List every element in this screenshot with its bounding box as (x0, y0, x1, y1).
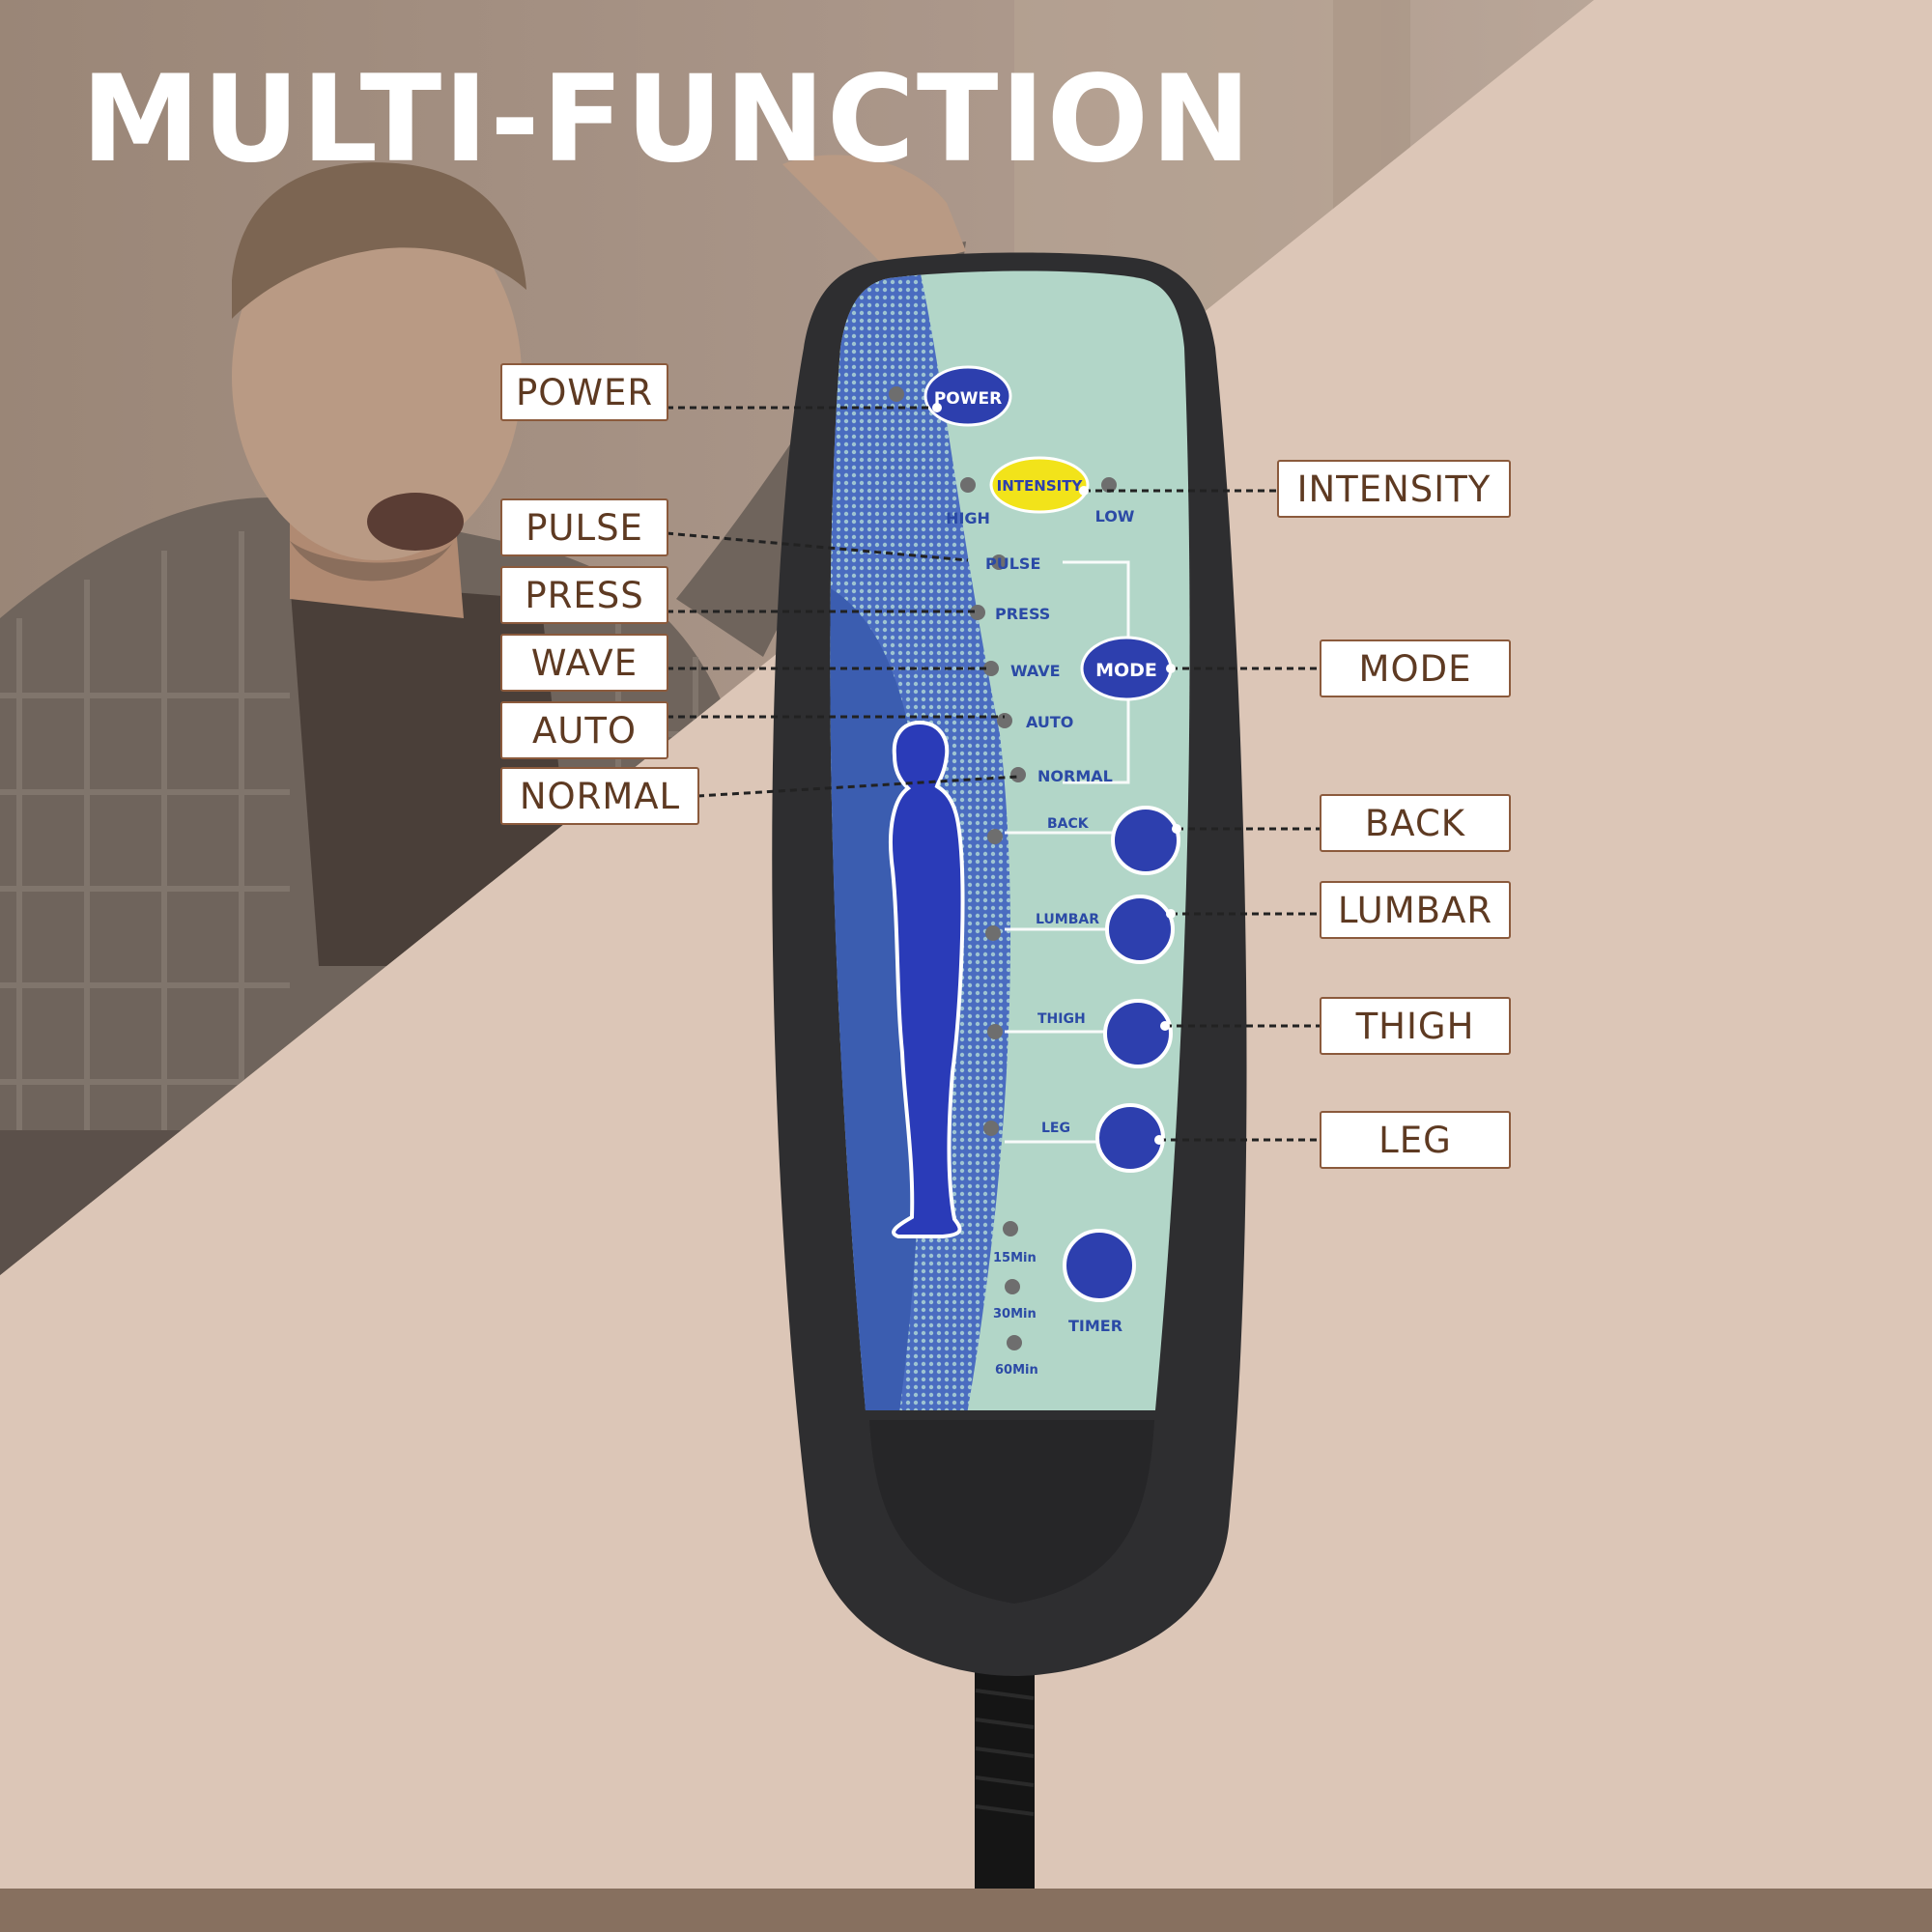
intensity-button[interactable]: INTENSITY (989, 456, 1090, 514)
callout-mode: MODE (1320, 639, 1511, 697)
leg-button[interactable] (1095, 1103, 1165, 1173)
back-panel-label: BACK (1047, 816, 1090, 832)
callout-pulse: PULSE (500, 498, 668, 556)
wave-panel-label: WAVE (1010, 662, 1061, 680)
leg-panel-label: LEG (1041, 1121, 1070, 1136)
callout-power: POWER (500, 363, 668, 421)
normal-panel-label: NORMAL (1037, 767, 1113, 785)
power-button[interactable]: POWER (923, 365, 1012, 427)
callout-intensity: INTENSITY (1277, 460, 1511, 518)
timer-30-label: 30Min (993, 1307, 1037, 1321)
indicator-leds (889, 386, 1117, 1350)
back-button[interactable] (1111, 806, 1180, 875)
callout-thigh: THIGH (1320, 997, 1511, 1055)
pulse-panel-label: PULSE (985, 554, 1040, 573)
body-silhouette-icon (889, 720, 965, 1238)
callout-auto: AUTO (500, 701, 668, 759)
bottom-band (0, 1889, 1932, 1932)
callout-normal: NORMAL (500, 767, 699, 825)
leader-lines (666, 406, 1320, 1142)
callout-press: PRESS (500, 566, 668, 624)
timer-60-label: 60Min (995, 1363, 1038, 1378)
low-label: LOW (1095, 507, 1135, 526)
press-panel-label: PRESS (995, 605, 1050, 623)
timer-panel-label: TIMER (1068, 1317, 1122, 1335)
timer-button[interactable] (1063, 1229, 1136, 1302)
callout-lumbar: LUMBAR (1320, 881, 1511, 939)
mode-button[interactable]: MODE (1080, 636, 1173, 701)
power-button-label: POWER (934, 389, 1002, 409)
callout-leg: LEG (1320, 1111, 1511, 1169)
callout-wave: WAVE (500, 634, 668, 692)
intensity-button-label: INTENSITY (997, 477, 1084, 495)
thigh-button[interactable] (1103, 999, 1173, 1068)
thigh-panel-label: THIGH (1037, 1011, 1086, 1027)
lumbar-panel-label: LUMBAR (1036, 912, 1099, 927)
page-title: MULTI-FUNCTION (81, 50, 1253, 189)
callout-back: BACK (1320, 794, 1511, 852)
mode-button-label: MODE (1095, 660, 1157, 681)
auto-panel-label: AUTO (1026, 713, 1073, 731)
high-label: HIGH (946, 509, 990, 527)
lumbar-button[interactable] (1105, 895, 1175, 964)
timer-15-label: 15Min (993, 1251, 1037, 1265)
